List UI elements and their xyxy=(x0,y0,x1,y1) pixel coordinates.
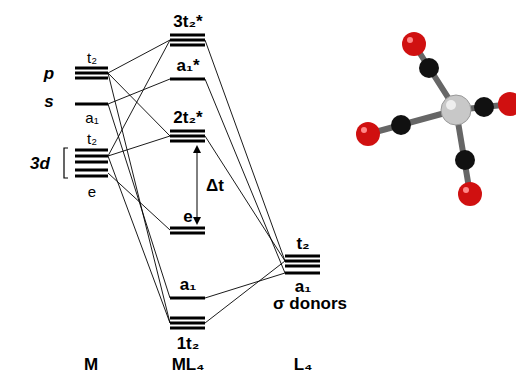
level-label: t₂ xyxy=(87,50,97,65)
column-label: ML₄ xyxy=(172,356,205,373)
level-label: a₁* xyxy=(176,57,199,74)
level-label: 1t₂ xyxy=(177,335,200,352)
splitting-label: Δt xyxy=(206,177,224,194)
column-label: M xyxy=(84,356,98,373)
bracket xyxy=(64,148,68,178)
energy-levels xyxy=(75,35,320,328)
level-label: e xyxy=(183,208,192,225)
level-label: 2t₂* xyxy=(173,109,202,126)
level-label: a₁ xyxy=(295,278,312,295)
ligand-note: σ donors xyxy=(273,295,347,312)
column-label: L₄ xyxy=(294,356,313,373)
level-label: 3t₂* xyxy=(173,13,202,30)
orbital-type: 3d xyxy=(30,155,50,172)
level-label: e xyxy=(88,184,96,199)
level-label: t₂ xyxy=(296,235,309,252)
correlation-lines xyxy=(108,40,285,323)
orbital-type: s xyxy=(44,93,53,110)
delta-arrow xyxy=(193,145,201,225)
level-label: t₂ xyxy=(87,131,97,146)
orbital-type: p xyxy=(44,65,54,82)
molecule-illustration xyxy=(356,32,516,206)
level-label: a₁ xyxy=(180,276,197,293)
level-label: a₁ xyxy=(85,110,98,125)
